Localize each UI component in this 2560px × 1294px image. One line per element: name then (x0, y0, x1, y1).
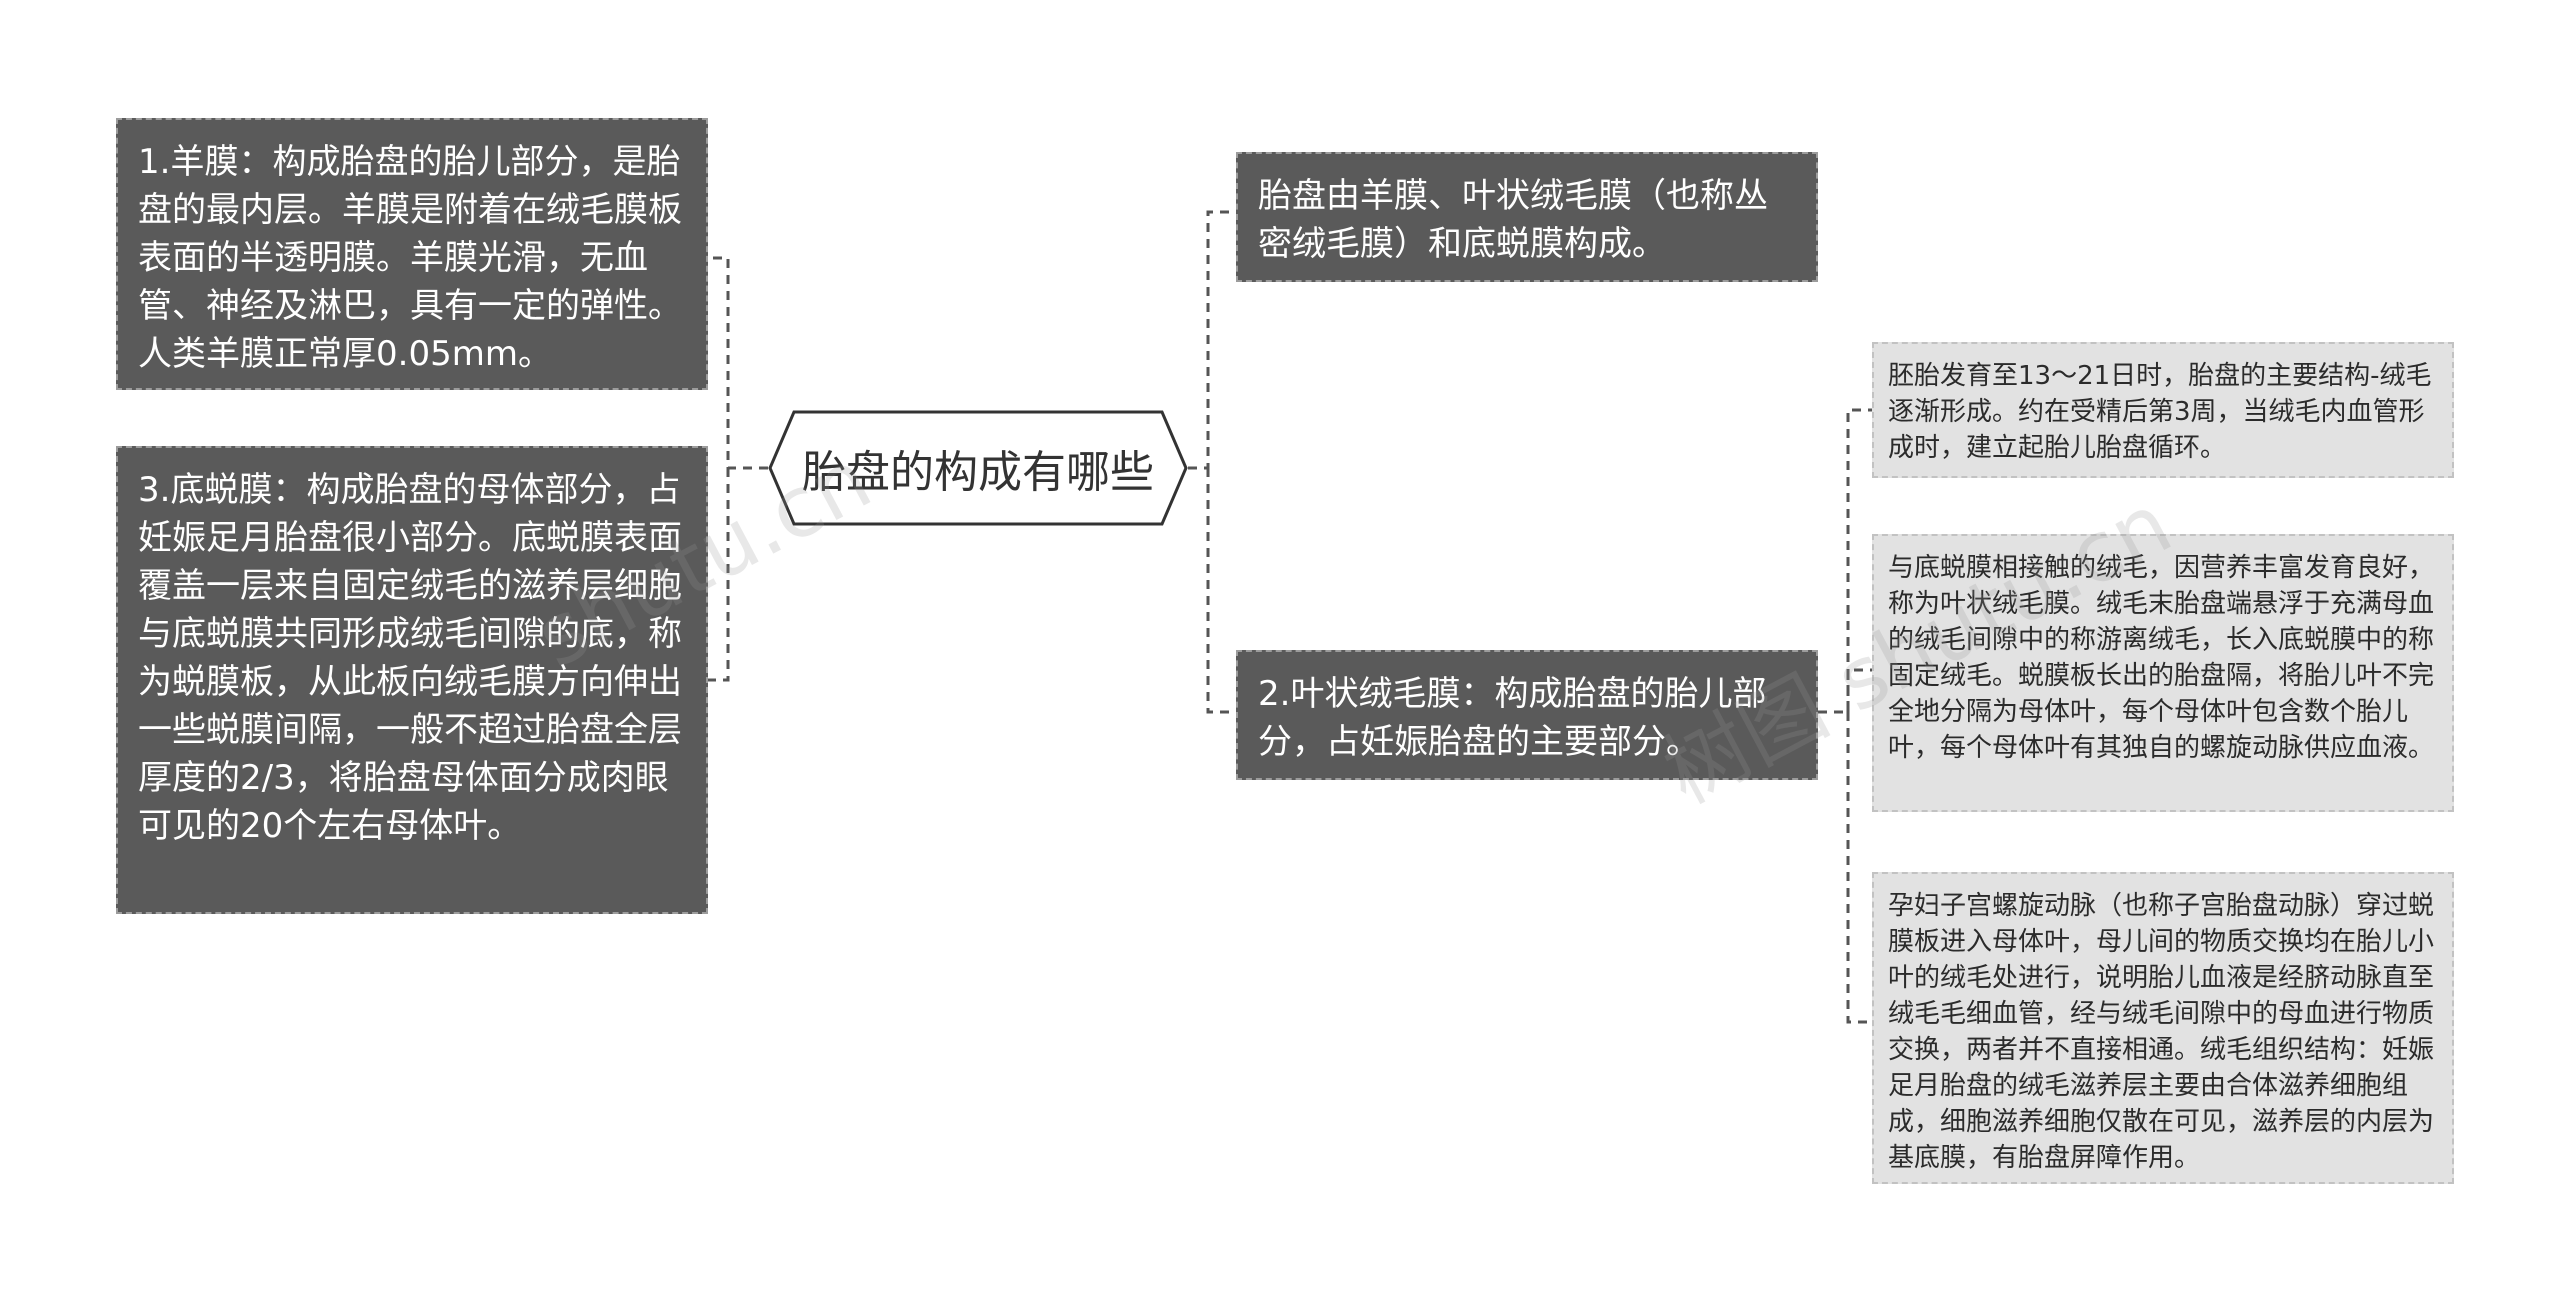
connector-root-to-left (708, 256, 768, 682)
topic-composition-summary[interactable]: 胎盘由羊膜、叶状绒毛膜（也称丛密绒毛膜）和底蜕膜构成。 (1236, 152, 1818, 282)
topic-chorion-frondosum[interactable]: 2.叶状绒毛膜：构成胎盘的胎儿部分，占妊娠胎盘的主要部分。 (1236, 650, 1818, 780)
topic-amnion-text: 1.羊膜：构成胎盘的胎儿部分，是胎盘的最内层。羊膜是附着在绒毛膜板表面的半透明膜… (138, 142, 682, 374)
topic-amnion[interactable]: 1.羊膜：构成胎盘的胎儿部分，是胎盘的最内层。羊膜是附着在绒毛膜板表面的半透明膜… (116, 118, 708, 390)
connector-root-to-right (1188, 210, 1236, 714)
connector-branch2-to-details (1818, 408, 1872, 1024)
detail-placental-exchange[interactable]: 孕妇子宫螺旋动脉（也称子宫胎盘动脉）穿过蜕膜板进入母体叶，母儿间的物质交换均在胎… (1872, 872, 2454, 1184)
root-title: 胎盘的构成有哪些 (802, 447, 1154, 498)
topic-composition-summary-text: 胎盘由羊膜、叶状绒毛膜（也称丛密绒毛膜）和底蜕膜构成。 (1258, 176, 1768, 264)
root-topic[interactable]: 胎盘的构成有哪些 (768, 410, 1188, 526)
root-hexagon-shape (768, 410, 1188, 526)
topic-decidua-basalis[interactable]: 3.底蜕膜：构成胎盘的母体部分，占妊娠足月胎盘很小部分。底蜕膜表面覆盖一层来自固… (116, 446, 708, 914)
detail-villi-formation[interactable]: 胚胎发育至13～21日时，胎盘的主要结构-绒毛逐渐形成。约在受精后第3周，当绒毛… (1872, 342, 2454, 478)
detail-chorion-frondosum-structure-text: 与底蜕膜相接触的绒毛，因营养丰富发育良好，称为叶状绒毛膜。绒毛末胎盘端悬浮于充满… (1888, 553, 2435, 763)
detail-villi-formation-text: 胚胎发育至13～21日时，胎盘的主要结构-绒毛逐渐形成。约在受精后第3周，当绒毛… (1888, 361, 2432, 463)
detail-chorion-frondosum-structure[interactable]: 与底蜕膜相接触的绒毛，因营养丰富发育良好，称为叶状绒毛膜。绒毛末胎盘端悬浮于充满… (1872, 534, 2454, 812)
topic-chorion-frondosum-text: 2.叶状绒毛膜：构成胎盘的胎儿部分，占妊娠胎盘的主要部分。 (1258, 674, 1767, 762)
topic-decidua-basalis-text: 3.底蜕膜：构成胎盘的母体部分，占妊娠足月胎盘很小部分。底蜕膜表面覆盖一层来自固… (138, 470, 682, 846)
detail-placental-exchange-text: 孕妇子宫螺旋动脉（也称子宫胎盘动脉）穿过蜕膜板进入母体叶，母儿间的物质交换均在胎… (1888, 891, 2435, 1173)
